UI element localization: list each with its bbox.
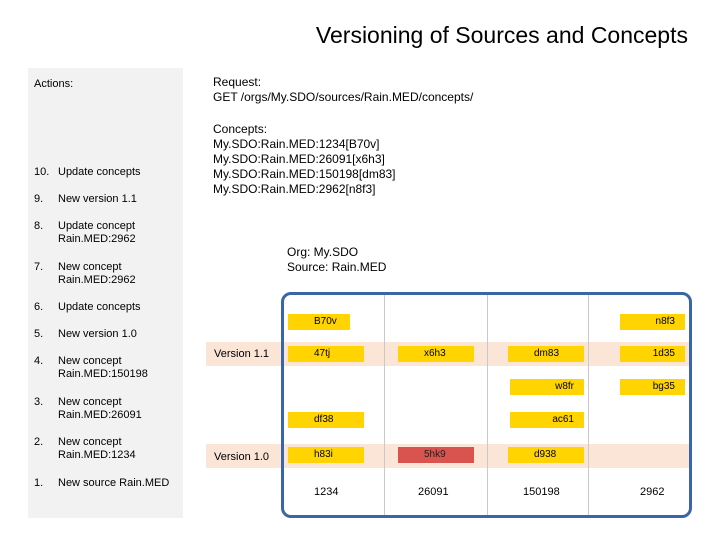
action-number: 4. [34, 355, 44, 367]
actions-panel: Actions: 10. Update concepts 9. New versio… [28, 68, 183, 518]
action-number: 7. [34, 261, 44, 273]
version-box-ac61: ac61 [510, 412, 584, 428]
concept-id-150198: 150198 [523, 486, 560, 498]
column-divider [384, 295, 385, 517]
action-text: New concept Rain.MED:2962 [58, 261, 136, 286]
action-text: New version 1.0 [58, 328, 137, 340]
action-text: New version 1.1 [58, 193, 137, 205]
org-label: Org: My.SDO [287, 245, 359, 259]
action-text: New concept Rain.MED:26091 [58, 396, 142, 421]
action-text: New source Rain.MED [58, 477, 170, 489]
version-box-h83i: h83i [288, 447, 364, 463]
action-text: New concept Rain.MED:1234 [58, 436, 136, 461]
action-number: 9. [34, 193, 44, 205]
org-source-label: Org: My.SDO Source: Rain.MED [287, 245, 386, 275]
action-number: 2. [34, 436, 44, 448]
request-url: GET /orgs/My.SDO/sources/Rain.MED/concep… [213, 90, 474, 104]
concepts-label: Concepts: [213, 122, 268, 136]
version-box-5hk9: 5hk9 [398, 447, 474, 463]
version-box-1d35: 1d35 [620, 346, 685, 362]
concept-line: My.SDO:Rain.MED:1234[B70v] [213, 137, 380, 151]
action-number: 3. [34, 396, 44, 408]
concept-line: My.SDO:Rain.MED:26091[x6h3] [213, 152, 385, 166]
concept-id-1234: 1234 [314, 486, 339, 498]
version-box-d938: d938 [508, 447, 584, 463]
action-text: Update concepts [58, 301, 141, 313]
action-number: 10. [34, 166, 50, 178]
concept-line: My.SDO:Rain.MED:150198[dm83] [213, 167, 396, 181]
version-1-0-label: Version 1.0 [214, 451, 270, 463]
action-text: New concept Rain.MED:150198 [58, 355, 148, 380]
version-box-47tj: 47tj [288, 346, 364, 362]
action-number: 8. [34, 220, 44, 232]
version-box-n8f3: n8f3 [620, 314, 685, 330]
version-box-df38: df38 [288, 412, 364, 428]
version-box-x6h3: x6h3 [398, 346, 474, 362]
action-text: Update concepts [58, 166, 141, 178]
source-label: Source: Rain.MED [287, 260, 387, 274]
concept-id-2962: 2962 [640, 486, 665, 498]
request-block: Request: GET /orgs/My.SDO/sources/Rain.M… [213, 75, 473, 105]
concepts-block: Concepts: My.SDO:Rain.MED:1234[B70v] My.… [213, 122, 396, 197]
request-label: Request: [213, 75, 262, 89]
column-divider [487, 295, 488, 517]
version-box-b70v: B70v [288, 314, 350, 330]
version-1-1-label: Version 1.1 [214, 348, 270, 360]
concept-line: My.SDO:Rain.MED:2962[n8f3] [213, 182, 376, 196]
action-number: 6. [34, 301, 44, 313]
action-number: 1. [34, 477, 44, 489]
actions-label: Actions: [34, 78, 74, 90]
version-box-bg35: bg35 [620, 379, 685, 395]
version-box-w8fr: w8fr [510, 379, 584, 395]
page-title: Versioning of Sources and Concepts [315, 22, 688, 48]
source-frame [281, 292, 692, 518]
action-text: Update concept Rain.MED:2962 [58, 220, 136, 245]
column-divider [588, 295, 589, 517]
action-number: 5. [34, 328, 44, 340]
version-box-dm83: dm83 [508, 346, 584, 362]
concept-id-26091: 26091 [418, 486, 449, 498]
